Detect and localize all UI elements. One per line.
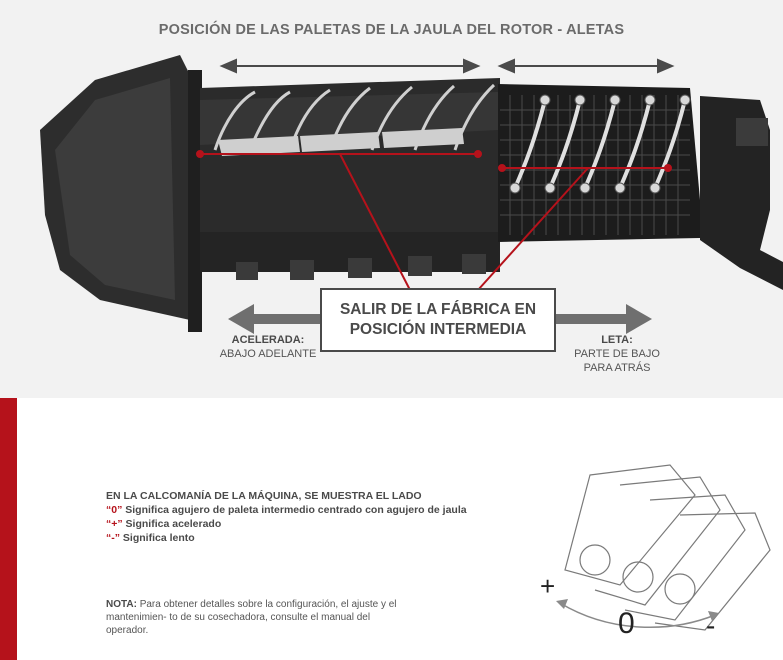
- legend-text: Significa agujero de paleta intermedio c…: [122, 504, 467, 516]
- vane-span-arrow-left: [219, 58, 481, 74]
- legend-symbol: “-”: [106, 532, 120, 544]
- accent-bar: [0, 398, 17, 660]
- decal-zero-symbol: 0: [618, 607, 635, 640]
- legend-text: Significa acelerado: [122, 518, 222, 530]
- note-text: Para obtener detalles sobre la configura…: [106, 599, 397, 636]
- direction-arrow-left: [228, 304, 320, 334]
- operator-note: NOTA: Para obtener detalles sobre la con…: [106, 598, 406, 637]
- rotor-cage-illustration: [40, 55, 783, 332]
- legend-text: Significa lento: [120, 532, 195, 544]
- reference-lines: [196, 150, 672, 291]
- direction-arrow-right: [556, 304, 652, 334]
- decal-legend: EN LA CALCOMANÍA DE LA MÁQUINA, SE MUEST…: [106, 489, 467, 545]
- legend-heading: EN LA CALCOMANÍA DE LA MÁQUINA, SE MUEST…: [106, 490, 422, 502]
- accelerated-heading: ACELERADA:: [231, 334, 305, 346]
- decal-illustration: + 0 -: [540, 464, 771, 641]
- slow-heading: LETA:: [601, 334, 633, 346]
- legend-symbol: “0”: [106, 504, 123, 516]
- slow-text-2: PARA ATRÁS: [583, 362, 651, 374]
- slow-label: LETA: PARTE DE BAJO PARA ATRÁS: [562, 333, 672, 375]
- note-label: NOTA:: [106, 599, 137, 610]
- legend-item: “+” Significa acelerado: [106, 517, 467, 531]
- factory-position-callout: SALIR DE LA FÁBRICA EN POSICIÓN INTERMED…: [320, 288, 556, 352]
- decal-plus-symbol: +: [540, 571, 555, 601]
- callout-line-2: POSICIÓN INTERMEDIA: [349, 321, 527, 338]
- rotor-cage-diagram: [40, 55, 783, 334]
- legend-item: “0” Significa agujero de paleta intermed…: [106, 503, 467, 517]
- callout-line-1: SALIR DE LA FÁBRICA EN: [339, 301, 537, 318]
- accelerated-text: ABAJO ADELANTE: [219, 348, 317, 360]
- decal-minus-symbol: -: [706, 610, 715, 641]
- vane-span-arrow-right: [497, 58, 675, 74]
- page-title: POSICIÓN DE LAS PALETAS DE LA JAULA DEL …: [158, 22, 625, 38]
- legend-item: “-” Significa lento: [106, 531, 467, 545]
- slow-text-1: PARTE DE BAJO: [574, 348, 660, 360]
- legend-symbol: “+”: [106, 518, 123, 530]
- accelerated-label: ACELERADA: ABAJO ADELANTE: [218, 333, 318, 361]
